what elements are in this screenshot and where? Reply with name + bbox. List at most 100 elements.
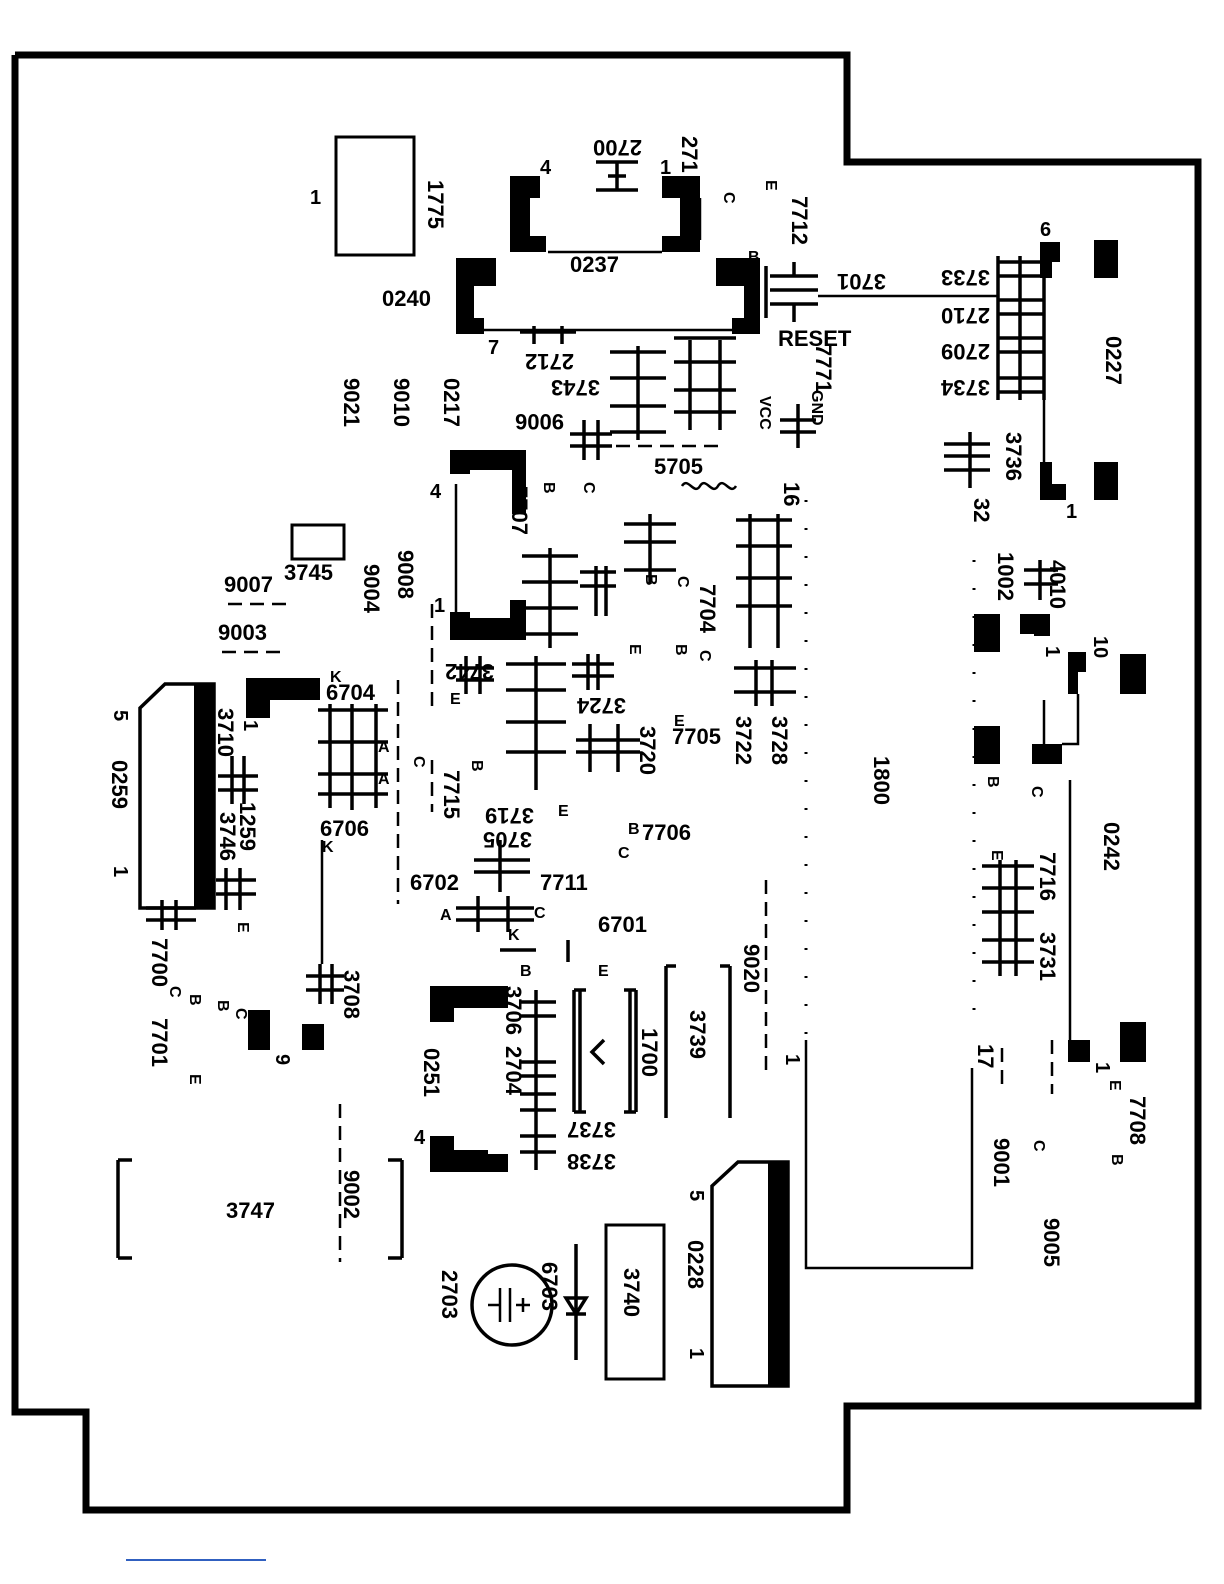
label-1259: 1259 (235, 802, 260, 851)
label-7771: 7771 (811, 344, 836, 393)
pin-b-7708: B (1108, 1154, 1125, 1166)
label-reset: RESET (778, 326, 852, 351)
pin-k-6702: K (508, 927, 520, 944)
component-3745-body (290, 523, 346, 561)
label-7701: 7701 (147, 1018, 172, 1067)
label-9010: 9010 (389, 378, 414, 427)
pin-e-7719: E (558, 803, 569, 820)
connector-0227-pads (1040, 240, 1118, 500)
label-2712: 2712 (525, 349, 574, 374)
label-0251: 0251 (419, 1048, 444, 1097)
label-0217-pin1: 1 (434, 595, 445, 617)
pin-a-6702: A (440, 907, 452, 924)
connector-0240-pads (456, 258, 760, 334)
label-9001: 9001 (989, 1138, 1014, 1187)
pin-c-7712: C (720, 192, 737, 204)
connector-9-pads (248, 1010, 324, 1050)
pin-e-7705: E (674, 713, 685, 730)
label-32: 32 (969, 498, 994, 522)
pin-b-7707: B (540, 482, 557, 494)
passive-footprints (146, 160, 1058, 1170)
connector-0228-bar (768, 1162, 788, 1386)
label-1775: 1775 (423, 180, 448, 229)
label-9004: 9004 (359, 564, 384, 614)
pin-1-7708: 1 (1091, 1062, 1113, 1073)
pin-c-7708: C (1030, 1140, 1047, 1152)
label-0228: 0228 (683, 1240, 708, 1289)
label-1800: 1800 (869, 756, 894, 805)
label-3706: 3706 (501, 986, 526, 1035)
pin-e-7716: E (988, 850, 1005, 861)
pin-e-3746: E (234, 922, 251, 933)
label-9008: 9008 (393, 550, 418, 599)
label-17: 17 (973, 1044, 998, 1068)
pin-a1-6704: A (378, 739, 390, 756)
label-0237-pin4: 4 (540, 157, 552, 179)
label-7705: 7705 (672, 724, 721, 749)
label-9020: 9020 (739, 944, 764, 993)
connector-0217-pads (450, 450, 526, 640)
pin-e-3742: E (450, 691, 461, 708)
label-0228-pin1: 1 (685, 1348, 707, 1359)
label-3747: 3747 (226, 1198, 275, 1223)
label-9-pin: 9 (271, 1054, 293, 1065)
label-16: 16 (779, 482, 804, 506)
label-3738: 3738 (567, 1149, 616, 1174)
label-0242-pin1: 1 (1041, 646, 1063, 657)
label-3708: 3708 (339, 970, 364, 1019)
label-0228-pin5: 5 (685, 1190, 707, 1201)
label-1775-pin1: 1 (310, 187, 321, 209)
pin-b-7704: B (672, 644, 689, 656)
pin-c-0242: C (1028, 786, 1045, 798)
capacitor-2703-body (470, 1263, 554, 1347)
connector-6704-pads (246, 678, 320, 718)
label-3737: 3737 (567, 1117, 616, 1142)
label-6704: 6704 (326, 680, 376, 705)
label-1700: 1700 (637, 1028, 662, 1077)
label-7706: 7706 (642, 820, 691, 845)
label-3739: 3739 (685, 1010, 710, 1059)
connector-0259-bar (194, 684, 214, 908)
label-7708: 7708 (1125, 1096, 1150, 1145)
label-6704-pin1: 1 (239, 720, 261, 731)
label-3733: 3733 (941, 265, 990, 290)
pin-c2-7704: C (696, 650, 713, 662)
connector-0237-pads (510, 176, 700, 252)
label-0259-pin5: 5 (109, 710, 131, 721)
pin-c-7704: C (674, 576, 691, 588)
pin-b-7701: B (214, 1000, 231, 1012)
label-0259-pin1: 1 (109, 866, 131, 877)
pin-b-0242: B (984, 776, 1001, 788)
label-6703: 6703 (537, 1262, 562, 1311)
label-7712: 7712 (787, 196, 812, 245)
pin-letters: C E B B C C B C E B E K A A C B E E K B … (166, 180, 1125, 1166)
label-5705: 5705 (654, 454, 703, 479)
label-3743: 3743 (551, 375, 600, 400)
label-0227-pin1: 1 (1066, 501, 1077, 523)
label-7704: 7704 (695, 584, 720, 634)
label-3742: 3742 (445, 659, 494, 684)
label-0242: 0242 (1099, 822, 1124, 871)
component-1700-marker (589, 1038, 606, 1066)
label-0242-pin10: 10 (1089, 636, 1111, 658)
label-0217: 0217 (439, 378, 464, 427)
pin-c-7715: C (410, 756, 427, 768)
connector-0242-pads (974, 614, 1146, 1062)
traces (320, 198, 1080, 1270)
component-3740-body (604, 1223, 666, 1381)
board-outline (11, 51, 1202, 1514)
pin-a2-6704: A (378, 771, 390, 788)
connector-0251-pads (430, 986, 508, 1172)
label-271: 271 (677, 136, 702, 173)
label-7700: 7700 (147, 938, 172, 987)
label-9003: 9003 (218, 620, 267, 645)
label-0227: 0227 (1101, 336, 1126, 385)
label-6702: 6702 (410, 870, 459, 895)
pin-c-6702: C (534, 905, 546, 922)
label-7711: 7711 (540, 870, 588, 895)
pin-b-7700: B (186, 994, 203, 1006)
pin-b-7715: B (468, 760, 485, 772)
capacitor-4010-pads (1020, 614, 1050, 636)
label-0259: 0259 (107, 760, 132, 809)
